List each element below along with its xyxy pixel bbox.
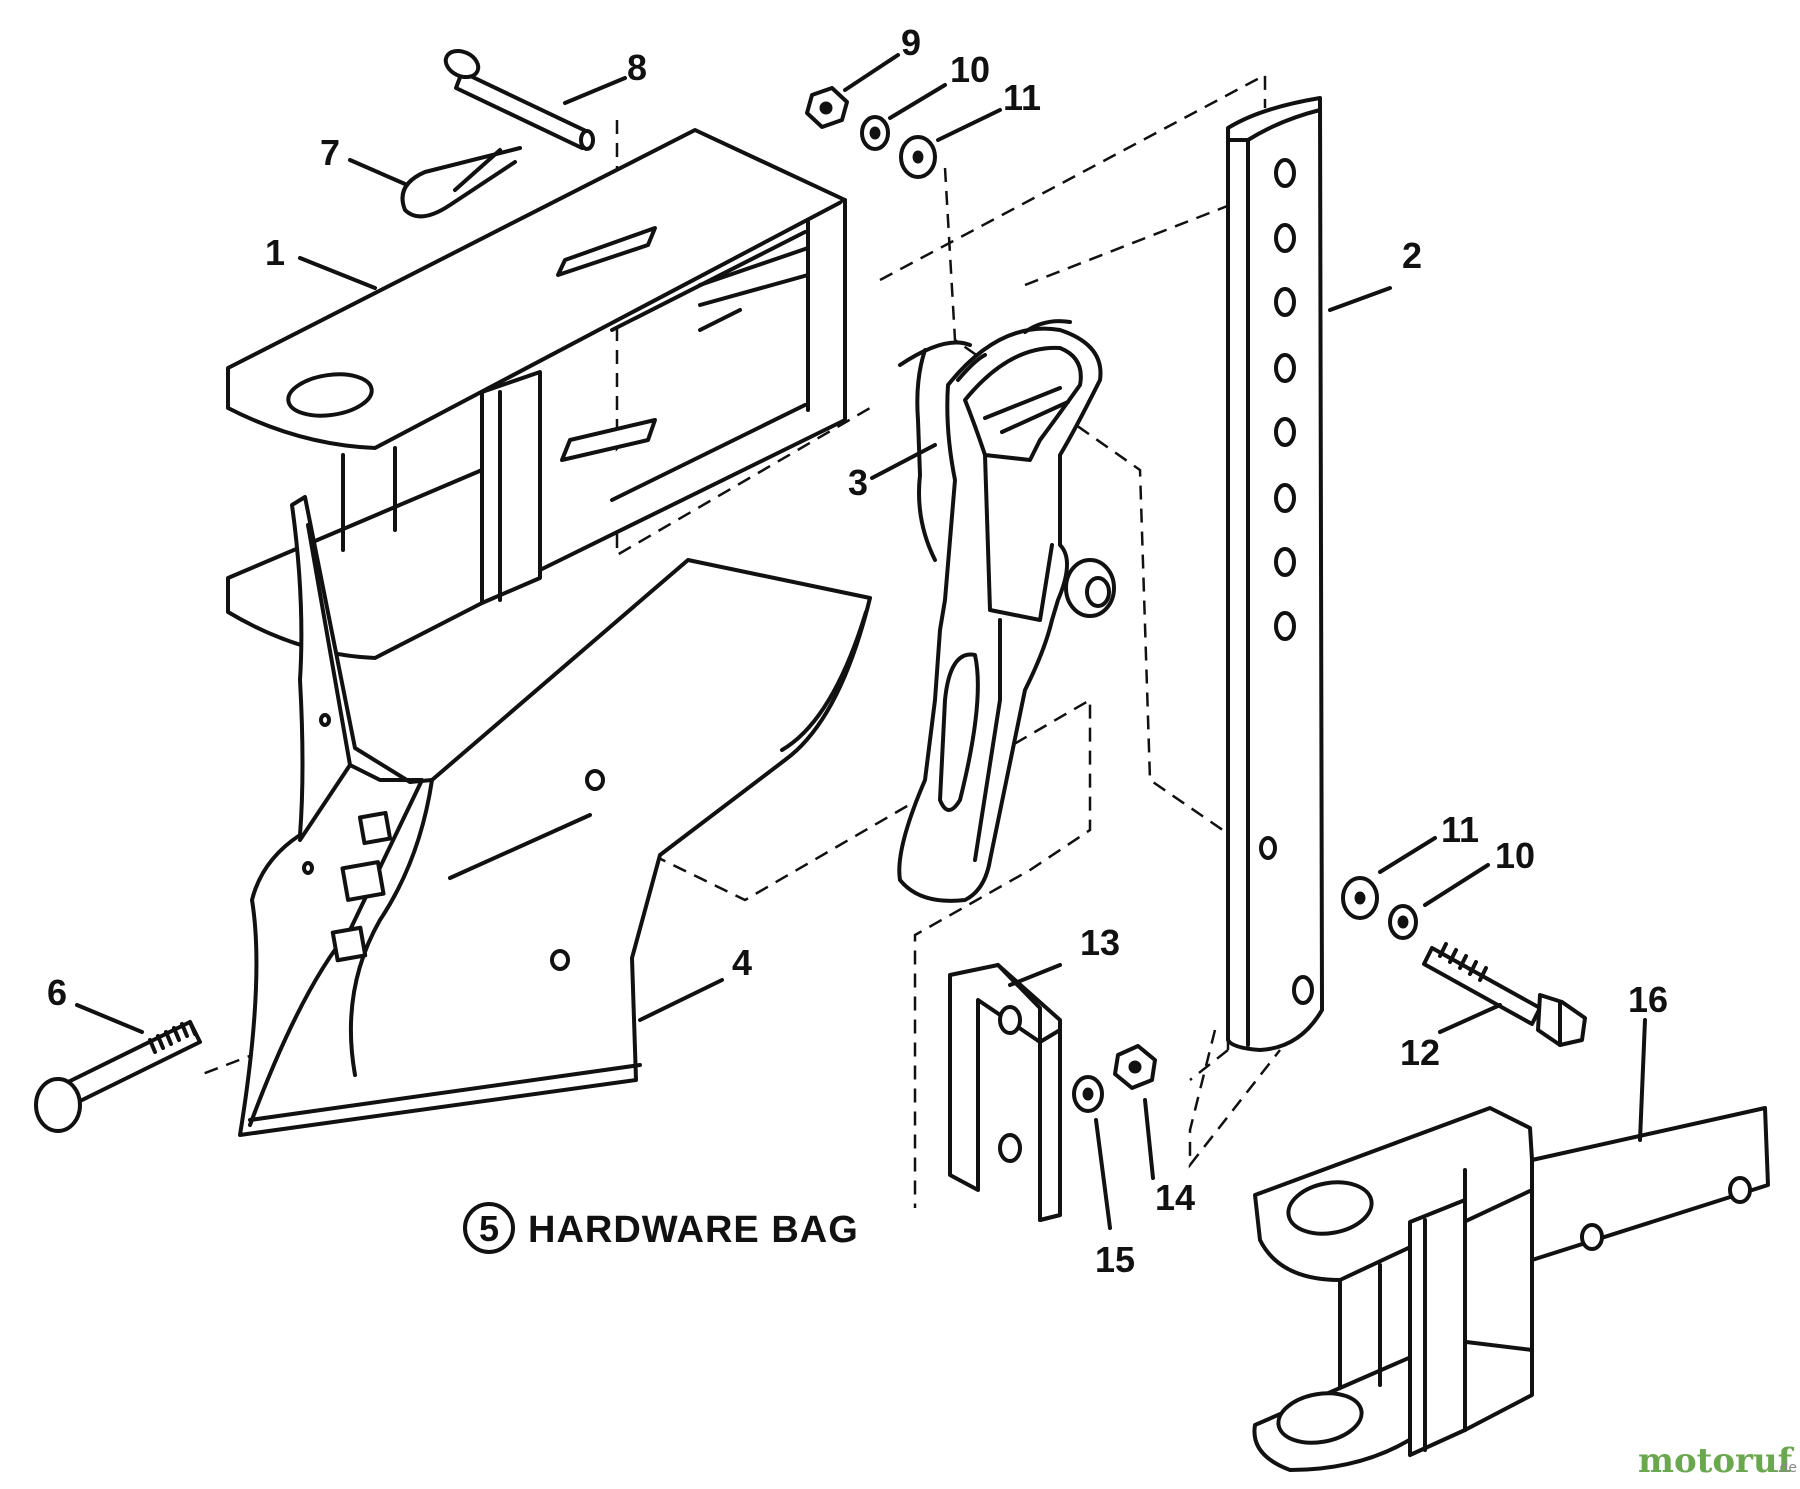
part-number-labels: 1 2 3 4 6 7 8 9 10 11 11 10 12 13 14 15 … [47, 22, 1668, 1280]
hardware-bag-number: 5 [479, 1208, 499, 1249]
label-part-6: 6 [47, 972, 67, 1013]
label-part-15: 15 [1095, 1239, 1135, 1280]
label-part-11-top: 11 [1003, 77, 1041, 118]
flat-washer-part-11-right [1341, 876, 1379, 920]
hairpin-clip-part-7 [400, 146, 522, 219]
label-part-8: 8 [627, 47, 647, 88]
lock-washer-part-15 [1072, 1075, 1104, 1113]
angle-bracket-part-13 [948, 963, 1062, 1222]
hitch-adapter-part-16 [1252, 1106, 1770, 1472]
label-part-11-right: 11 [1441, 809, 1479, 850]
handle-bracket-part-3 [897, 319, 1116, 903]
carriage-bolt-part-6 [34, 1020, 202, 1133]
watermark: motoruf .de [1638, 1441, 1797, 1481]
lock-washer-part-10-right [1388, 904, 1418, 940]
label-part-14: 14 [1155, 1177, 1195, 1218]
watermark-suffix: .de [1775, 1460, 1797, 1476]
label-part-10-top: 10 [950, 49, 990, 90]
flat-washer-part-11-top [899, 135, 937, 179]
label-part-16: 16 [1628, 979, 1668, 1020]
label-part-13: 13 [1080, 922, 1120, 963]
hex-nut-part-9 [805, 86, 849, 129]
adjustment-bar-part-2 [1226, 96, 1324, 1052]
hitch-clevis-part-1 [226, 128, 847, 660]
label-part-7: 7 [320, 132, 340, 173]
label-part-10-right: 10 [1495, 835, 1535, 876]
hex-bolt-part-12 [1422, 942, 1587, 1047]
watermark-logo: motoruf [1638, 1441, 1795, 1481]
leader-lines [75, 53, 1647, 1230]
hardware-bag-label: HARDWARE BAG [528, 1209, 859, 1251]
label-part-2: 2 [1402, 235, 1422, 276]
clevis-pin-part-8 [443, 48, 595, 151]
label-part-3: 3 [848, 462, 868, 503]
hardware-bag-callout: 5 HARDWARE BAG [463, 1202, 859, 1254]
hardware-bag-circle [463, 1202, 515, 1254]
hex-nut-part-14 [1113, 1044, 1157, 1090]
lock-washer-part-10-top [860, 115, 890, 151]
plow-blade-part-4 [238, 495, 872, 1137]
label-part-1: 1 [265, 232, 285, 273]
label-part-4: 4 [732, 942, 752, 983]
label-part-9: 9 [901, 22, 921, 63]
label-part-12: 12 [1400, 1032, 1440, 1073]
